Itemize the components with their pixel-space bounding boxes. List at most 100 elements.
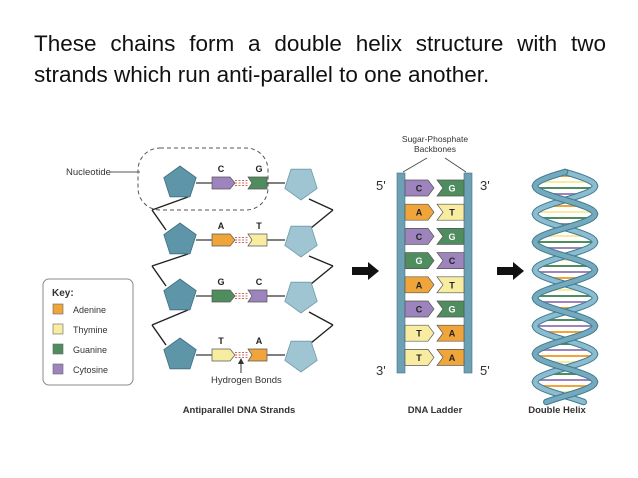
nucleotide-highlight: [137, 147, 269, 211]
ladder-letter-left: G: [415, 256, 422, 266]
sugar-right: [284, 281, 318, 314]
ladder-base-left: [404, 276, 435, 294]
strand-backbones: [151, 196, 334, 346]
backbone-link-right: [308, 311, 334, 326]
ladder-base-right: [436, 203, 465, 221]
ladder-base-left: [404, 228, 435, 245]
caption-helix: Double Helix: [528, 405, 586, 416]
key-item-label: Guanine: [73, 345, 107, 355]
helix-strand-a: [532, 169, 598, 405]
backbone-link-left: [151, 324, 167, 346]
base-letter-right: A: [256, 336, 263, 346]
ladder-base-left: [404, 179, 435, 197]
backbone-link-right: [310, 265, 334, 285]
ladder-letter-right: A: [449, 329, 456, 339]
key-box: [42, 278, 134, 386]
key-swatch: [52, 343, 64, 355]
ladder-base-left: [404, 349, 435, 366]
backbones-pointer-right: [444, 157, 467, 173]
ladder-base-left: [404, 324, 435, 342]
nucleotide-label: Nucleotide: [66, 167, 111, 178]
key-swatch: [52, 323, 64, 335]
ladder-base-right: [436, 228, 465, 245]
sugar-left: [163, 278, 197, 311]
ladder-letter-right: A: [449, 353, 456, 363]
ladder-letter-right: C: [449, 256, 456, 266]
backbones-pointer-left: [402, 157, 428, 173]
caption-antiparallel: Antiparallel DNA Strands: [183, 405, 296, 416]
backbone-link-left: [151, 209, 167, 231]
key-title: Key:: [52, 288, 74, 299]
base-right: [247, 289, 268, 303]
hydrogen-bonds-label: Hydrogen Bonds: [211, 375, 282, 386]
base-left: [211, 289, 236, 303]
base-letter-right: C: [256, 277, 263, 287]
ladder-base-right: [436, 276, 465, 294]
base-left: [211, 233, 236, 247]
backbone-link-right: [310, 209, 334, 229]
ladder-letter-right: T: [449, 280, 455, 290]
backbone-link-left: [151, 253, 189, 267]
sugar-left: [163, 222, 197, 255]
backbone-link-left: [151, 309, 189, 326]
key-swatch: [52, 303, 64, 315]
key-item-label: Adenine: [73, 305, 106, 315]
ladder-letter-right: G: [448, 305, 455, 315]
base-left: [211, 348, 236, 362]
ladder-letter-left: T: [416, 353, 422, 363]
base-letter-left: C: [218, 164, 225, 174]
base-letter-left: T: [218, 336, 224, 346]
backbones-label-line2: Backbones: [414, 144, 456, 154]
ladder-base-right: [436, 252, 465, 269]
sugar-right: [284, 225, 318, 258]
ladder-base-right: [436, 349, 465, 366]
arrow-to-helix: [497, 262, 524, 280]
base-right: [247, 176, 268, 190]
ladder-letter-left: C: [416, 305, 423, 315]
ladder-backbone-left: [396, 172, 406, 374]
base-right: [247, 348, 268, 362]
key-item-label: Thymine: [73, 325, 108, 335]
backbone-link-left: [151, 265, 167, 287]
key-item-label: Cytosine: [73, 365, 108, 375]
backbone-link-right: [308, 255, 334, 267]
arrow-to-ladder: [352, 262, 379, 280]
sugar-left: [163, 165, 197, 198]
backbone-link-right: [310, 324, 334, 344]
five-prime-top-left: 5': [376, 178, 386, 193]
ladder-base-left: [404, 203, 435, 221]
caption-ladder: DNA Ladder: [408, 405, 463, 416]
three-prime-bottom-left: 3': [376, 363, 386, 378]
ladder-base-left: [404, 252, 435, 269]
three-prime-top-right: 3': [480, 178, 490, 193]
ladder-letter-right: G: [448, 232, 455, 242]
ladder-base-left: [404, 300, 435, 318]
base-right: [247, 233, 268, 247]
sugar-right: [284, 168, 318, 201]
ladder-letter-left: C: [416, 184, 423, 194]
backbone-link-right: [308, 198, 334, 211]
ladder-backbone-right: [463, 172, 473, 374]
sugar-left: [163, 337, 197, 370]
hydrogen-bonds-arrowhead: [238, 358, 244, 364]
ladder-letter-right: T: [449, 208, 455, 218]
backbones-label-line1: Sugar-Phosphate: [402, 134, 468, 144]
sugar-right: [284, 340, 318, 373]
ladder-letter-right: G: [448, 184, 455, 194]
